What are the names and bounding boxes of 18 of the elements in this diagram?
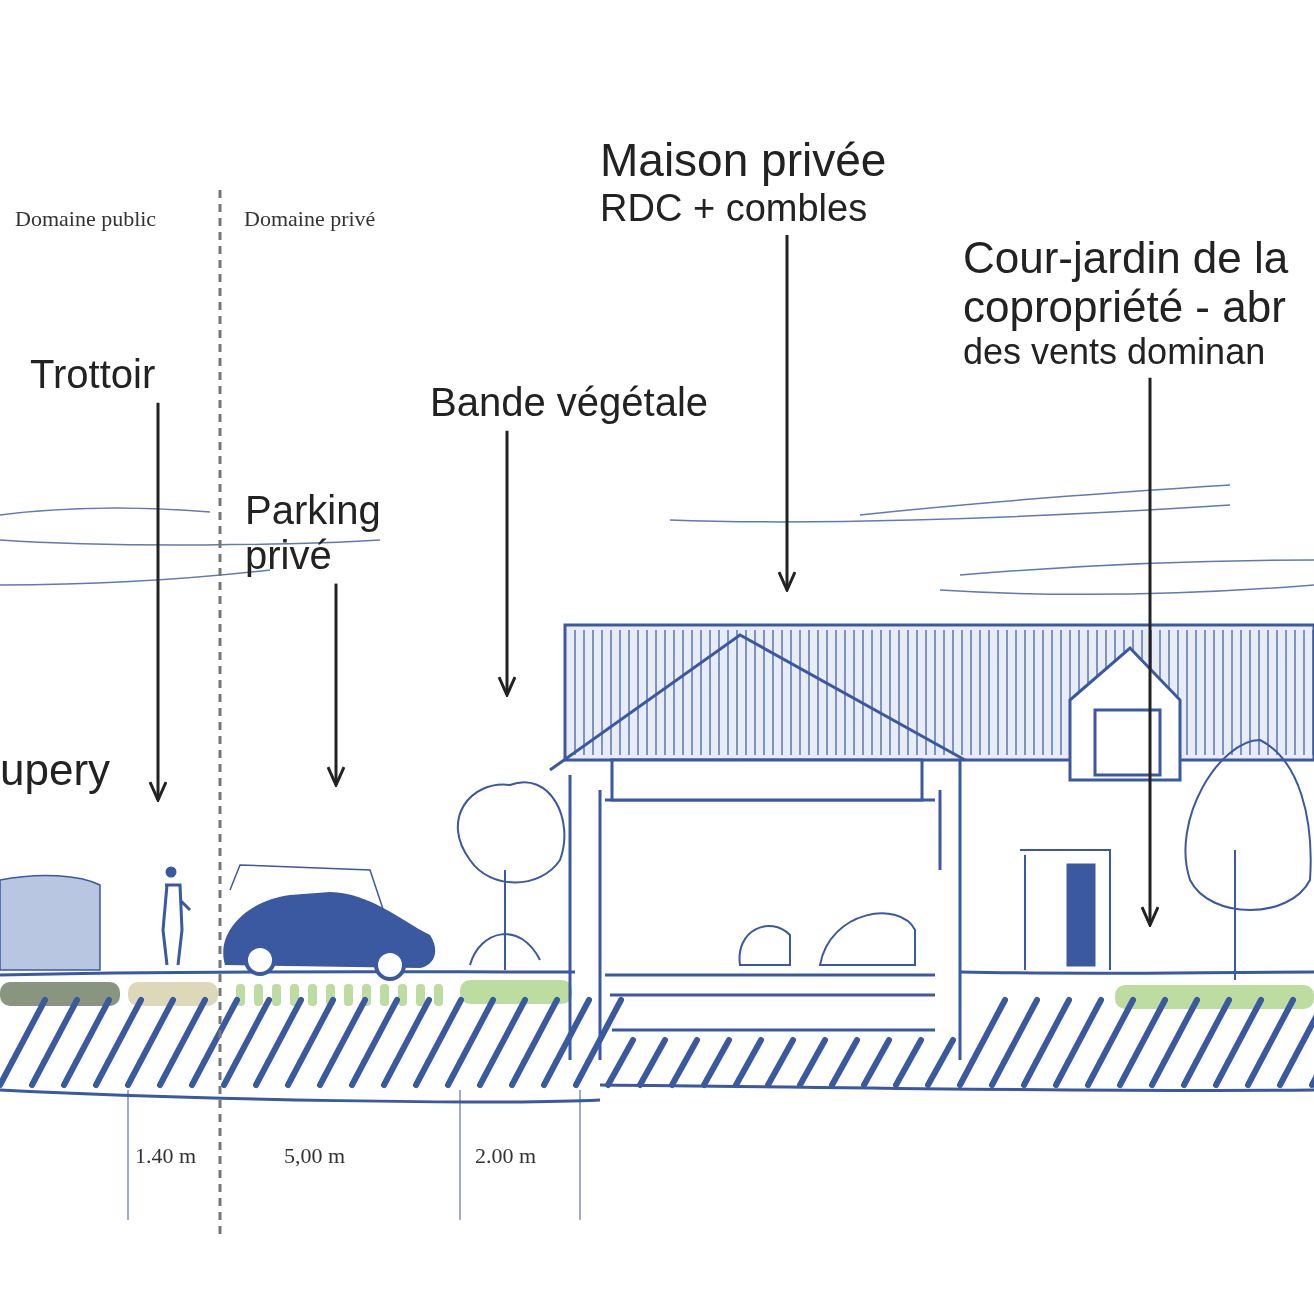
leader-arrow bbox=[777, 235, 797, 592]
dimension-label: 2.00 m bbox=[475, 1143, 537, 1169]
callout-label: Parking privé bbox=[245, 488, 382, 578]
callout-label: Bande végétale bbox=[430, 380, 708, 425]
callout-label: Maison privée bbox=[600, 135, 887, 187]
street-name-label: upery bbox=[0, 745, 111, 795]
zone-label: Domaine public bbox=[15, 206, 157, 232]
callout-label: Trottoir bbox=[30, 352, 156, 397]
leader-arrow bbox=[497, 430, 517, 697]
dimension-label: 5,00 m bbox=[284, 1143, 346, 1169]
leader-arrow bbox=[1140, 377, 1160, 927]
leader-arrow bbox=[148, 402, 168, 802]
dimension-label: 1.40 m bbox=[135, 1143, 197, 1169]
callout-label: Cour-jardin de la copropriété - abr bbox=[963, 233, 1290, 332]
leader-arrow bbox=[326, 583, 346, 787]
callout-subtitle: des vents dominan bbox=[963, 331, 1267, 372]
zone-label: Domaine privé bbox=[244, 206, 376, 232]
callout-subtitle: RDC + combles bbox=[600, 186, 869, 230]
